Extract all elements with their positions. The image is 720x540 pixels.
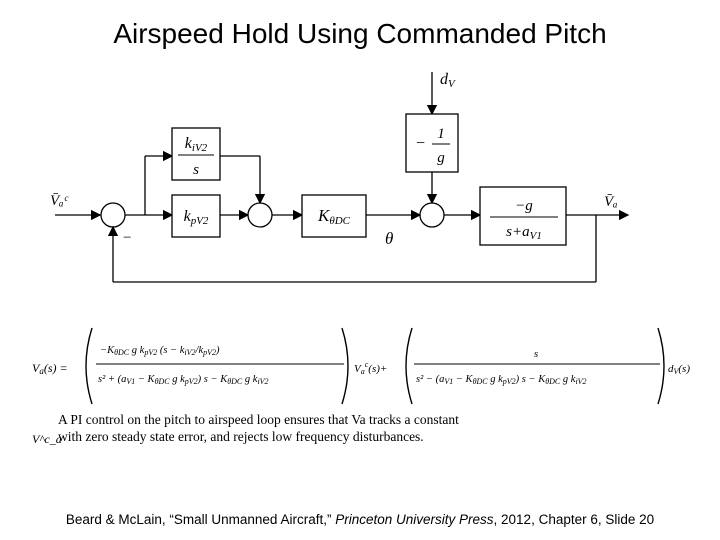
minus-sign: − <box>123 230 131 246</box>
plant-num: −g <box>515 198 533 214</box>
disturbance-label: dV <box>440 71 456 90</box>
transfer-function-equation: Va(s) = −KθDC g kpV2 (s − kiV2/kpV2) s² … <box>32 327 690 405</box>
slide-footer: Beard & McLain, “Small Unmanned Aircraft… <box>0 512 720 527</box>
disturbance-gain-den: g <box>437 150 445 166</box>
summing-junction-2 <box>247 202 273 228</box>
footer-authors: Beard & McLain, “Small Unmanned Aircraft… <box>65 512 332 527</box>
slide-title: Airspeed Hold Using Commanded Pitch <box>113 18 607 49</box>
eq-term1-num: −KθDC g kpV2 (s − kiV2/kpV2) <box>100 345 220 357</box>
eq-term2-var: dV(s) <box>668 363 690 376</box>
proportional-block <box>171 194 221 238</box>
footer-publisher: Princeton University Press <box>335 512 494 527</box>
integral-den: s <box>193 162 199 178</box>
caption-line-1: A PI control on the pitch to airspeed lo… <box>58 412 459 427</box>
eq-lhs: Va(s) = <box>32 361 68 376</box>
summing-junction-1 <box>100 202 126 228</box>
plant-block <box>479 186 567 246</box>
integral-block <box>171 127 221 181</box>
disturbance-gain-num: 1 <box>437 126 445 142</box>
theta-label: θ <box>385 229 393 248</box>
caption-symbol: V^c_a <box>32 432 62 446</box>
disturbance-gain-sign: − <box>416 135 425 152</box>
eq-term1-var: Vac(s)+ <box>354 360 387 376</box>
eq-term2-num: s <box>534 348 538 360</box>
eq-term2-den: s² − (aV1 − KθDC g kpV2) s − KθDC g kiV2 <box>416 374 587 386</box>
footer-rest: , 2012, Chapter 6, Slide 20 <box>493 512 655 527</box>
pitch-gain-block <box>301 194 367 238</box>
output-label: V̄ₐ <box>604 194 618 210</box>
caption-line-2: with zero steady state error, and reject… <box>58 429 424 444</box>
eq-term1-den: s² + (aV1 − KθDC g kpV2) s − KθDC g kiV2 <box>98 374 269 386</box>
disturbance-gain-block <box>405 113 459 173</box>
caption: A PI control on the pitch to airspeed lo… <box>58 411 459 445</box>
summing-junction-3 <box>419 202 445 228</box>
input-label: V̄ₐᶜ <box>50 193 69 209</box>
